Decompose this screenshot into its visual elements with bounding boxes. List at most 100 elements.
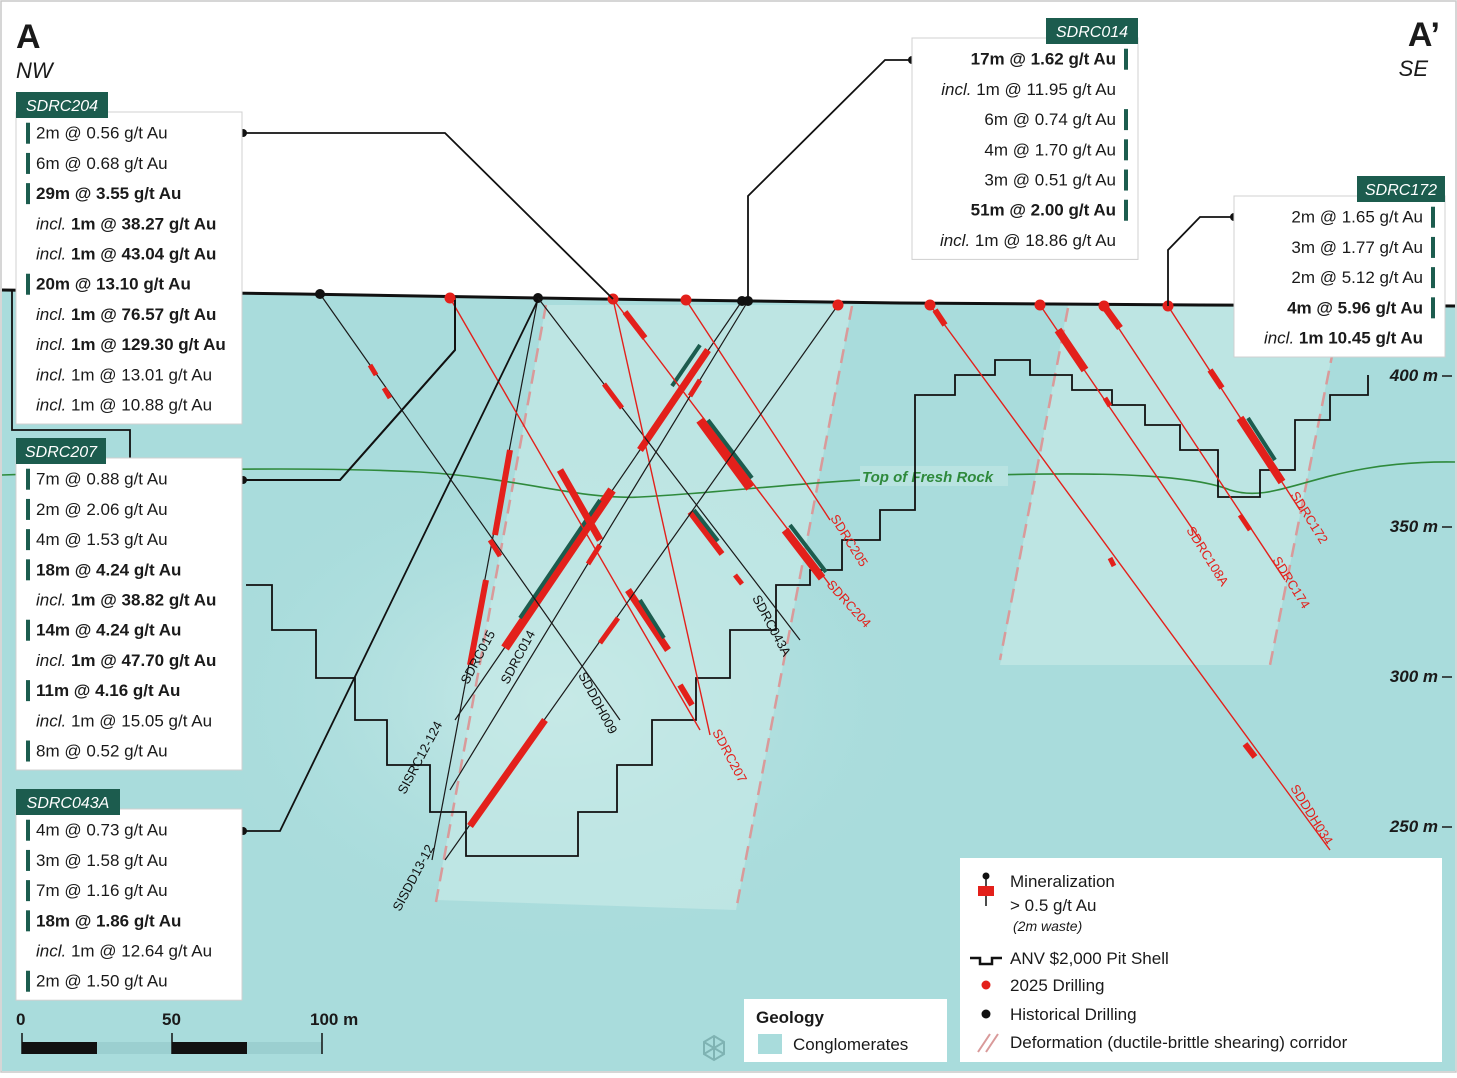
- hole-group-SDDDH009: [315, 289, 621, 721]
- fresh-rock-label: Top of Fresh Rock: [862, 469, 994, 486]
- callout-header-label: SDRC172: [1365, 182, 1437, 199]
- callout-row-bar: [1124, 139, 1128, 161]
- deformation-corridor-east: [1000, 305, 1342, 665]
- callout-value: 7m @ 0.88 g/t Au: [36, 470, 168, 489]
- callout-value: 18m @ 4.24 g/t Au: [36, 560, 181, 579]
- hole-group-SDRC204: [612, 298, 831, 586]
- callout-row: incl. 1m @ 11.95 g/t Au: [941, 80, 1116, 99]
- scale-tick-50: 50: [162, 1010, 181, 1029]
- callout-row-bar: [1124, 48, 1128, 70]
- callout-row-bar: [26, 880, 30, 902]
- callout-SDRC172: SDRC172 2m @ 1.65 g/t Au 3m @ 1.77 g/t Au 2…: [1233, 176, 1446, 358]
- callout-value: 1m @ 10.88 g/t Au: [71, 396, 212, 415]
- mineral-interval: [467, 579, 489, 666]
- main-legend-box: [960, 858, 1442, 1062]
- mineral-interval: [1107, 556, 1117, 568]
- callout-leaders: [243, 59, 1234, 832]
- callout-value: 1m 10.45 g/t Au: [1299, 329, 1423, 348]
- callout-header-bg: [1357, 176, 1445, 202]
- assay-interval: [692, 508, 720, 543]
- callout-value: 2m @ 1.65 g/t Au: [1291, 208, 1423, 227]
- mineral-interval: [501, 487, 616, 651]
- elevation-300: 300 m: [1390, 667, 1438, 686]
- hole-group-SISDD13-12: [444, 299, 844, 861]
- callout-incl: incl.: [36, 396, 71, 415]
- callout-row: 11m @ 4.16 g/t Au: [36, 681, 180, 700]
- callout-value: 4m @ 0.73 g/t Au: [36, 821, 168, 840]
- mineral-interval: [1236, 415, 1286, 485]
- mineral-interval: [622, 310, 648, 340]
- assay-interval: [788, 523, 828, 574]
- deformation-lines: [434, 304, 1344, 911]
- top-of-fresh-rock-line: [1, 461, 1456, 499]
- callout-incl: incl.: [36, 651, 71, 670]
- hole-group-SDRC174: [1098, 300, 1286, 581]
- mineral-interval: [1102, 396, 1113, 408]
- callout-value: 2m @ 1.50 g/t Au: [36, 972, 168, 991]
- callout-row: 2m @ 2.06 g/t Au: [36, 500, 168, 519]
- callout-value: 20m @ 13.10 g/t Au: [36, 275, 191, 294]
- historical-drilling-symbol: [981, 1009, 991, 1019]
- callout-row-bar: [26, 529, 30, 551]
- callout-row: 2m @ 1.50 g/t Au: [36, 972, 168, 991]
- callout-incl: incl.: [1264, 329, 1299, 348]
- callout-row-bar: [1124, 199, 1128, 221]
- callout-header-bg: [16, 438, 106, 464]
- callout-value: 1m @ 76.57 g/t Au: [71, 305, 216, 324]
- callout-value: 6m @ 0.74 g/t Au: [984, 110, 1116, 129]
- callout-row: incl. 1m @ 76.57 g/t Au: [36, 305, 216, 324]
- callout-row: 8m @ 0.52 g/t Au: [36, 742, 168, 761]
- callout-row-bar: [26, 468, 30, 490]
- assay-interval: [670, 343, 702, 388]
- geology-legend-title: Geology: [756, 1008, 825, 1027]
- callout-value: 2m @ 5.12 g/t Au: [1291, 268, 1423, 287]
- callout-row-bar: [26, 273, 30, 295]
- callout-incl: incl.: [36, 591, 71, 610]
- callout-row: incl. 1m @ 43.04 g/t Au: [36, 245, 216, 264]
- assay-interval: [638, 598, 666, 640]
- drill-holes: [315, 289, 1331, 861]
- hole-group-SDRC172: [1162, 300, 1301, 511]
- callout-box: [15, 111, 243, 425]
- callout-row: incl. 1m 10.45 g/t Au: [1264, 329, 1423, 348]
- callout-row: 6m @ 0.68 g/t Au: [36, 154, 168, 173]
- assay-interval: [1246, 416, 1277, 462]
- callout-value: 7m @ 1.16 g/t Au: [36, 881, 168, 900]
- hole-group-SDRC043A: [537, 297, 801, 641]
- callout-value: 1m @ 43.04 g/t Au: [71, 245, 216, 264]
- drill-collar-2025: [924, 299, 936, 311]
- callout-value: 3m @ 1.77 g/t Au: [1291, 238, 1423, 257]
- mineral-interval: [381, 386, 393, 400]
- callout-header-bg: [1046, 18, 1138, 44]
- mineral-interval: [487, 538, 503, 558]
- conglomerates-label: Conglomerates: [793, 1035, 908, 1054]
- elevation-labels: 400 m 350 m 300 m 250 m: [1389, 366, 1438, 836]
- legend-pit-shell: ANV $2,000 Pit Shell: [1010, 949, 1169, 968]
- drill-collar-2025: [444, 292, 456, 304]
- drill-trace-SDRC015: [431, 297, 539, 861]
- callout-row: incl. 1m @ 38.27 g/t Au: [36, 214, 216, 233]
- callout-row-bar: [26, 152, 30, 174]
- scale-bar: 0 50 100 m: [16, 1010, 358, 1054]
- geology-legend: Geology Conglomerates: [744, 999, 947, 1062]
- elevation-400: 400 m: [1389, 366, 1438, 385]
- legend-historical-drilling: Historical Drilling: [1010, 1005, 1137, 1024]
- callout-value: 1m @ 47.70 g/t Au: [71, 651, 216, 670]
- mineral-interval: [687, 510, 725, 556]
- mineral-interval: [932, 308, 948, 327]
- callout-row-bar: [26, 122, 30, 144]
- section-start-label: A: [16, 18, 41, 56]
- leader-SDRC043A: [243, 299, 539, 832]
- callout-value: 51m @ 2.00 g/t Au: [971, 201, 1116, 220]
- callout-value: 1m @ 38.27 g/t Au: [71, 214, 216, 233]
- callout-value: 29m @ 3.55 g/t Au: [36, 184, 181, 203]
- leader-SDRC014: [747, 59, 912, 301]
- pit-shell-symbol: [970, 956, 1002, 966]
- callout-value: 3m @ 0.51 g/t Au: [984, 171, 1116, 190]
- deformation-symbol: [977, 1033, 999, 1053]
- callout-incl: incl.: [36, 942, 71, 961]
- drill-trace-SDRC043A: [537, 297, 801, 641]
